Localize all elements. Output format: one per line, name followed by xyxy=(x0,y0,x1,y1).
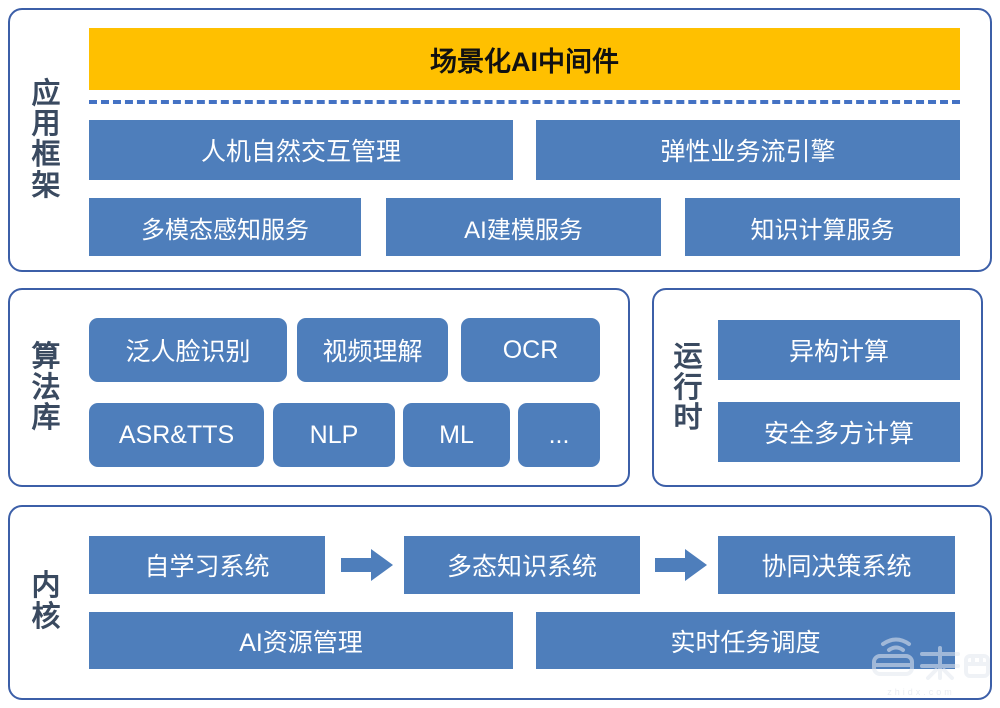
arrow-right-icon xyxy=(341,549,393,581)
block-collaborative-decision-system[interactable]: 协同决策系统 xyxy=(718,536,955,594)
block-knowledge-computing-service[interactable]: 知识计算服务 xyxy=(685,198,960,256)
layer-label-algorithm-library: 算 法 库 xyxy=(18,320,74,456)
layer-label-application-framework: 应 用 框 架 xyxy=(18,36,74,244)
block-face-recognition[interactable]: 泛人脸识别 xyxy=(89,318,287,382)
block-human-machine-interaction[interactable]: 人机自然交互管理 xyxy=(89,120,513,180)
block-realtime-task-scheduling[interactable]: 实时任务调度 xyxy=(536,612,955,669)
side-label-char: 架 xyxy=(31,169,61,202)
block-multimodal-knowledge-system[interactable]: 多态知识系统 xyxy=(404,536,640,594)
block-asr-tts[interactable]: ASR&TTS xyxy=(89,403,264,467)
arrow-right-icon xyxy=(655,549,707,581)
block-self-learning-system[interactable]: 自学习系统 xyxy=(89,536,325,594)
block-nlp[interactable]: NLP xyxy=(273,403,395,467)
block-video-understanding[interactable]: 视频理解 xyxy=(297,318,448,382)
block-elastic-business-flow-engine[interactable]: 弹性业务流引擎 xyxy=(536,120,960,180)
block-more-ellipsis[interactable]: ... xyxy=(518,403,600,467)
layer-label-kernel: 内 核 xyxy=(18,553,74,651)
side-label-char: 时 xyxy=(673,402,703,435)
block-secure-multiparty-computation[interactable]: 安全多方计算 xyxy=(718,402,960,462)
block-ai-modeling-service[interactable]: AI建模服务 xyxy=(386,198,661,256)
layer-label-runtime: 运 行 时 xyxy=(662,320,714,456)
side-label-char: 行 xyxy=(673,371,703,404)
side-label-char: 核 xyxy=(31,601,61,633)
side-label-char: 应 xyxy=(31,77,61,110)
side-label-char: 算 xyxy=(31,340,61,373)
block-ml[interactable]: ML xyxy=(403,403,510,467)
block-ocr[interactable]: OCR xyxy=(461,318,600,382)
layer-kernel xyxy=(8,505,992,700)
side-label-char: 库 xyxy=(31,402,61,435)
block-multimodal-perception-service[interactable]: 多模态感知服务 xyxy=(89,198,361,256)
side-label-char: 运 xyxy=(673,340,703,373)
block-heterogeneous-computing[interactable]: 异构计算 xyxy=(718,320,960,380)
side-label-char: 用 xyxy=(31,108,61,141)
dashed-separator xyxy=(89,100,960,104)
block-ai-resource-management[interactable]: AI资源管理 xyxy=(89,612,513,669)
side-label-char: 内 xyxy=(31,570,61,603)
side-label-char: 框 xyxy=(31,139,61,171)
side-label-char: 法 xyxy=(31,371,61,404)
banner-scenario-ai-middleware[interactable]: 场景化AI中间件 xyxy=(89,28,960,90)
